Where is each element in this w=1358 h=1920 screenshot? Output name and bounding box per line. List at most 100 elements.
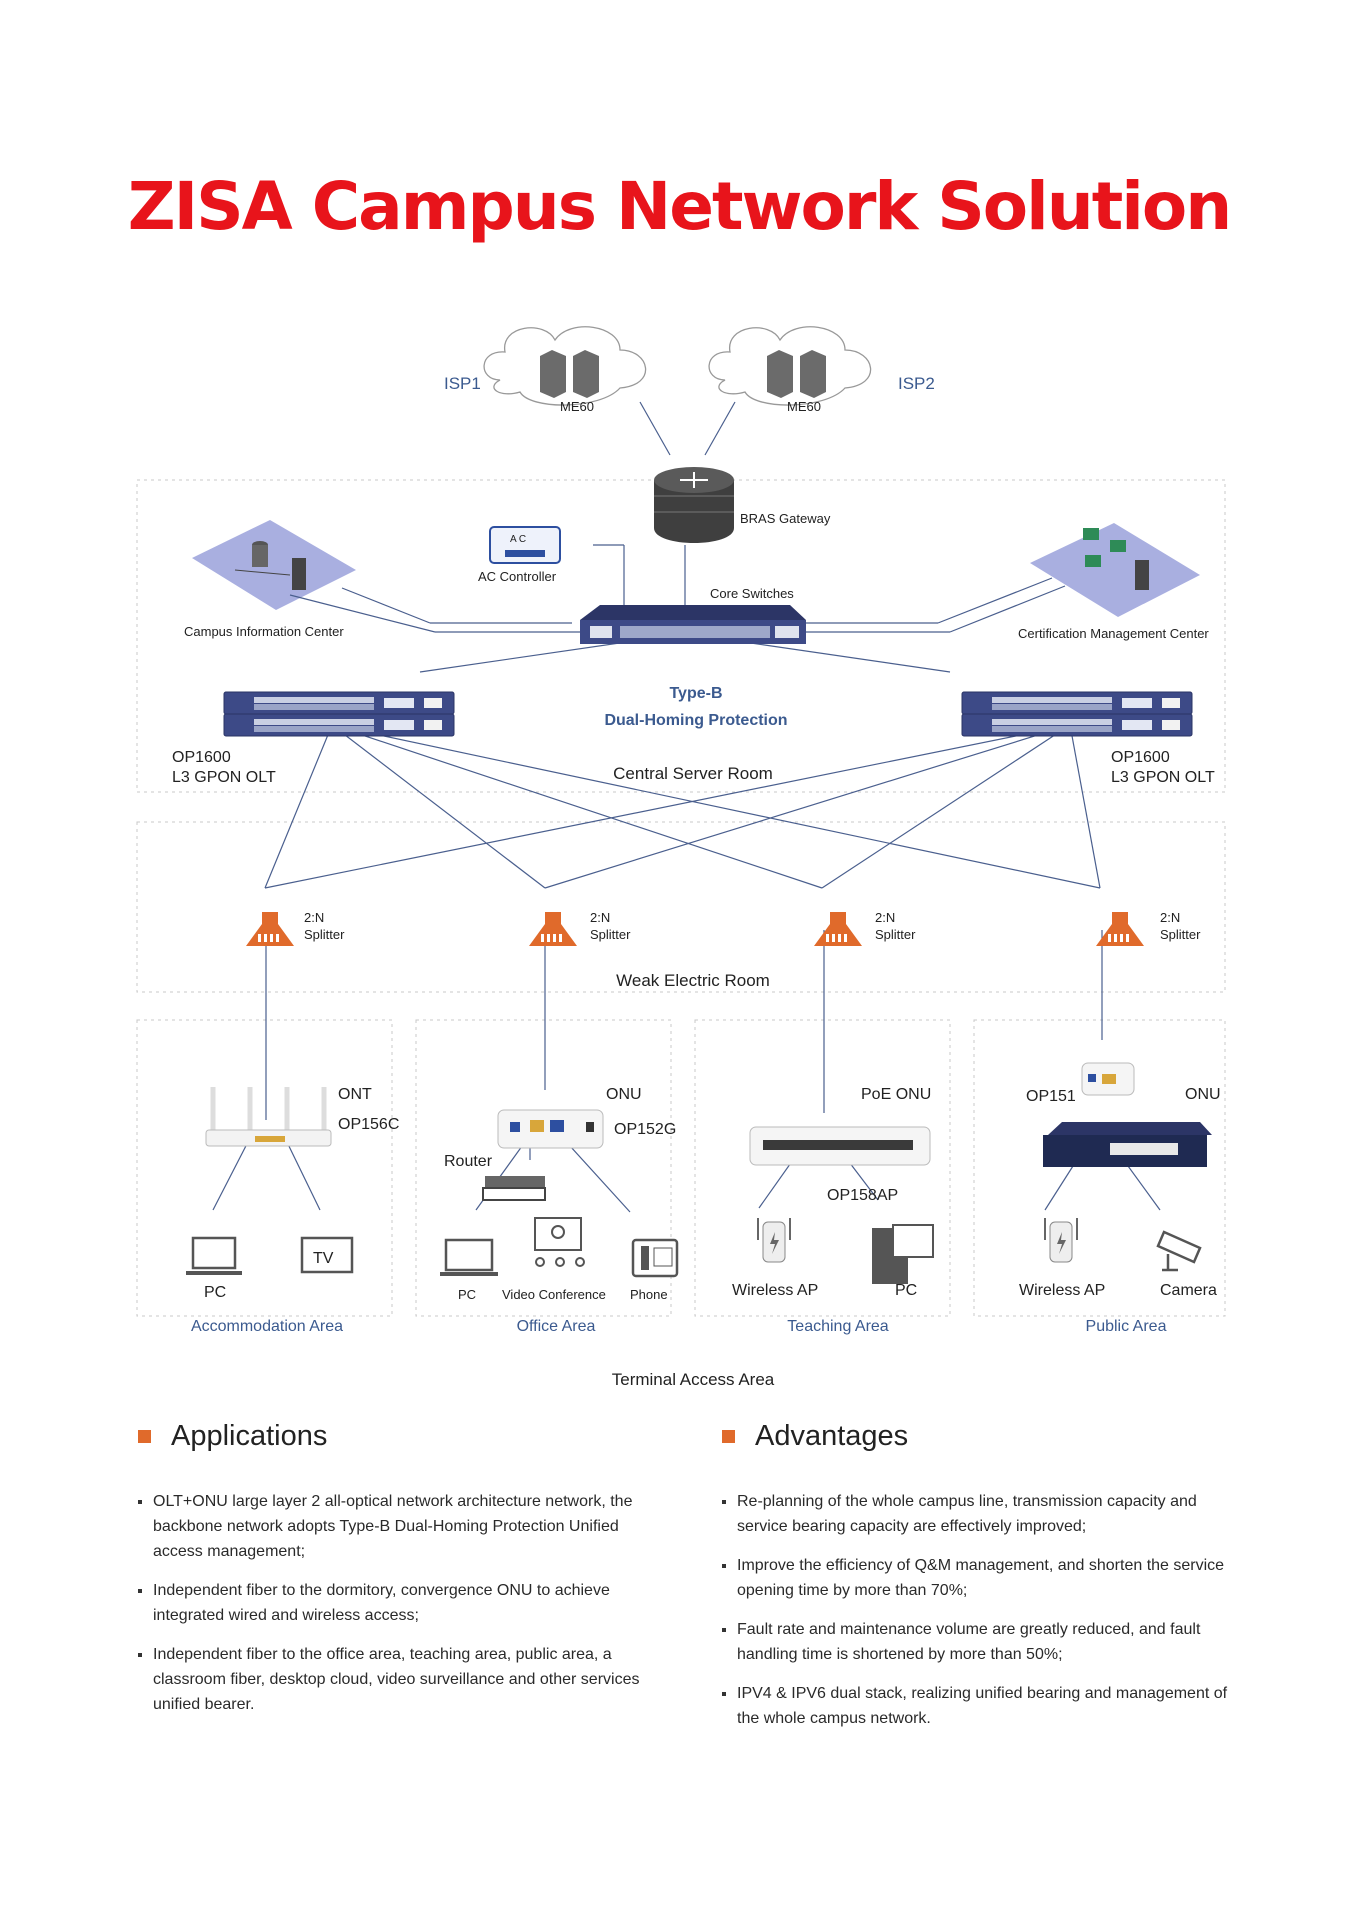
- splitter-1-label: Splitter: [304, 927, 345, 942]
- office-pc-icon: [440, 1238, 498, 1276]
- advantages-heading-text: Advantages: [755, 1420, 909, 1452]
- router-icon: [540, 350, 599, 398]
- olt-right-model: OP1600: [1111, 749, 1170, 766]
- advantages-item-1: Re-planning of the whole campus line, tr…: [722, 1489, 1242, 1539]
- ont-op156c-device: [205, 1087, 332, 1147]
- connection-lines: [212, 401, 1161, 1213]
- applications-item-3: Independent fiber to the office area, te…: [138, 1642, 658, 1717]
- public-onu-label: ONU: [1185, 1086, 1221, 1103]
- isp2-cloud: ME60: [708, 326, 872, 414]
- olt-right-type: L3 GPON OLT: [1111, 769, 1215, 786]
- teaching-pc-tower-icon: [872, 1224, 934, 1284]
- section-square-icon: [138, 1430, 151, 1443]
- splitter-4-label: Splitter: [1160, 927, 1201, 942]
- me60-left-label: ME60: [560, 399, 594, 414]
- splitter-1: 2:N Splitter: [246, 910, 345, 946]
- isp2-label: ISP2: [898, 374, 935, 393]
- splitter-2-ratio: 2:N: [590, 910, 610, 925]
- camera-icon: [1156, 1230, 1202, 1272]
- core-switch-device: [580, 605, 806, 644]
- poe-switch-device: [1043, 1122, 1212, 1167]
- office-pc-label: PC: [458, 1287, 476, 1302]
- isp1-cloud: ME60: [483, 326, 647, 414]
- olt-right-device: [961, 691, 1193, 737]
- teaching-zone-label: Teaching Area: [787, 1318, 889, 1335]
- applications-item-1: OLT+ONU large layer 2 all-optical networ…: [138, 1489, 658, 1564]
- bras-gateway-label: BRAS Gateway: [740, 511, 831, 526]
- teaching-zone: [694, 1019, 951, 1317]
- office-router-label: Router: [444, 1153, 493, 1170]
- weak-room-label: Weak Electric Room: [616, 971, 770, 990]
- applications-heading-text: Applications: [171, 1420, 328, 1452]
- public-camera-label: Camera: [1160, 1282, 1217, 1299]
- public-wireless-ap-icon: [1044, 1217, 1078, 1263]
- public-zone-label: Public Area: [1086, 1318, 1167, 1335]
- central-room-label: Central Server Room: [613, 764, 773, 783]
- public-zone: [973, 1019, 1226, 1317]
- pc-laptop-icon: [186, 1236, 242, 1275]
- applications-list: OLT+ONU large layer 2 all-optical networ…: [138, 1489, 658, 1717]
- core-switches-label: Core Switches: [710, 586, 794, 601]
- olt-left-model: OP1600: [172, 749, 231, 766]
- tv-icon: TV: [300, 1236, 354, 1274]
- acc-zone-label: Accommodation Area: [191, 1318, 343, 1335]
- public-model-label: OP151: [1026, 1088, 1076, 1105]
- cert-center-label: Certification Management Center: [1018, 626, 1209, 641]
- phone-icon: [631, 1238, 679, 1278]
- acc-model-label: OP156C: [338, 1116, 399, 1133]
- splitter-3-label: Splitter: [875, 927, 916, 942]
- splitter-3: 2:N Splitter: [814, 910, 916, 946]
- olt-left-type: L3 GPON OLT: [172, 769, 276, 786]
- advantages-section: Advantages Re-planning of the whole camp…: [722, 1420, 1242, 1745]
- office-model-label: OP152G: [614, 1121, 676, 1138]
- splitter-4: 2:N Splitter: [1096, 910, 1201, 946]
- network-topology-diagram: ME60 ME60 ISP1 ISP2 BRAS Gateway A C AC …: [136, 326, 1226, 1389]
- advantages-heading: Advantages: [722, 1420, 1242, 1453]
- tv-icon-text: TV: [313, 1250, 334, 1267]
- public-ap-label: Wireless AP: [1019, 1282, 1105, 1299]
- campus-info-center-icon: [192, 520, 356, 610]
- isp1-label: ISP1: [444, 374, 481, 393]
- poe-onu-op158ap-device: [749, 1126, 931, 1166]
- advantages-list: Re-planning of the whole campus line, tr…: [722, 1489, 1242, 1731]
- office-phone-label: Phone: [630, 1287, 668, 1302]
- teaching-wireless-ap-icon: [757, 1217, 791, 1263]
- router-device-icon: [482, 1176, 546, 1201]
- splitter-3-ratio: 2:N: [875, 910, 895, 925]
- teaching-poe-label: PoE ONU: [861, 1086, 931, 1103]
- router-icon: [767, 350, 826, 398]
- office-video-label: Video Conference: [502, 1287, 606, 1302]
- splitter-1-ratio: 2:N: [304, 910, 324, 925]
- applications-item-2: Independent fiber to the dormitory, conv…: [138, 1578, 658, 1628]
- splitter-2-label: Splitter: [590, 927, 631, 942]
- section-square-icon: [722, 1430, 735, 1443]
- applications-section: Applications OLT+ONU large layer 2 all-o…: [138, 1420, 658, 1731]
- office-zone-label: Office Area: [517, 1318, 596, 1335]
- campus-info-label: Campus Information Center: [184, 624, 344, 639]
- me60-right-label: ME60: [787, 399, 821, 414]
- page-title: ZISA Campus Network Solution: [127, 168, 1233, 245]
- office-onu-label: ONU: [606, 1086, 642, 1103]
- teaching-model-label: OP158AP: [827, 1187, 898, 1204]
- ac-device-text: A C: [510, 534, 526, 545]
- cert-center-icon: [1030, 523, 1200, 617]
- onu-op152g-device: [497, 1109, 604, 1149]
- onu-op151-device: [1081, 1062, 1135, 1096]
- advantages-item-3: Fault rate and maintenance volume are gr…: [722, 1617, 1242, 1667]
- accommodation-zone: [136, 1019, 393, 1317]
- bras-gateway-device: [654, 467, 734, 543]
- office-zone: [415, 1019, 672, 1317]
- ac-controller-label: AC Controller: [478, 569, 557, 584]
- type-b-label: Type-B: [669, 685, 722, 702]
- splitter-4-ratio: 2:N: [1160, 910, 1180, 925]
- weak-electric-room-zone: [136, 821, 1226, 993]
- teaching-ap-label: Wireless AP: [732, 1282, 818, 1299]
- advantages-item-4: IPV4 & IPV6 dual stack, realizing unifie…: [722, 1681, 1242, 1731]
- ac-controller-device: A C: [489, 526, 561, 564]
- acc-ont-label: ONT: [338, 1086, 372, 1103]
- splitter-2: 2:N Splitter: [529, 910, 631, 946]
- video-conference-icon: [534, 1217, 585, 1267]
- acc-pc-label: PC: [204, 1284, 226, 1301]
- teaching-pc-label: PC: [895, 1282, 917, 1299]
- terminal-area-label: Terminal Access Area: [612, 1370, 775, 1389]
